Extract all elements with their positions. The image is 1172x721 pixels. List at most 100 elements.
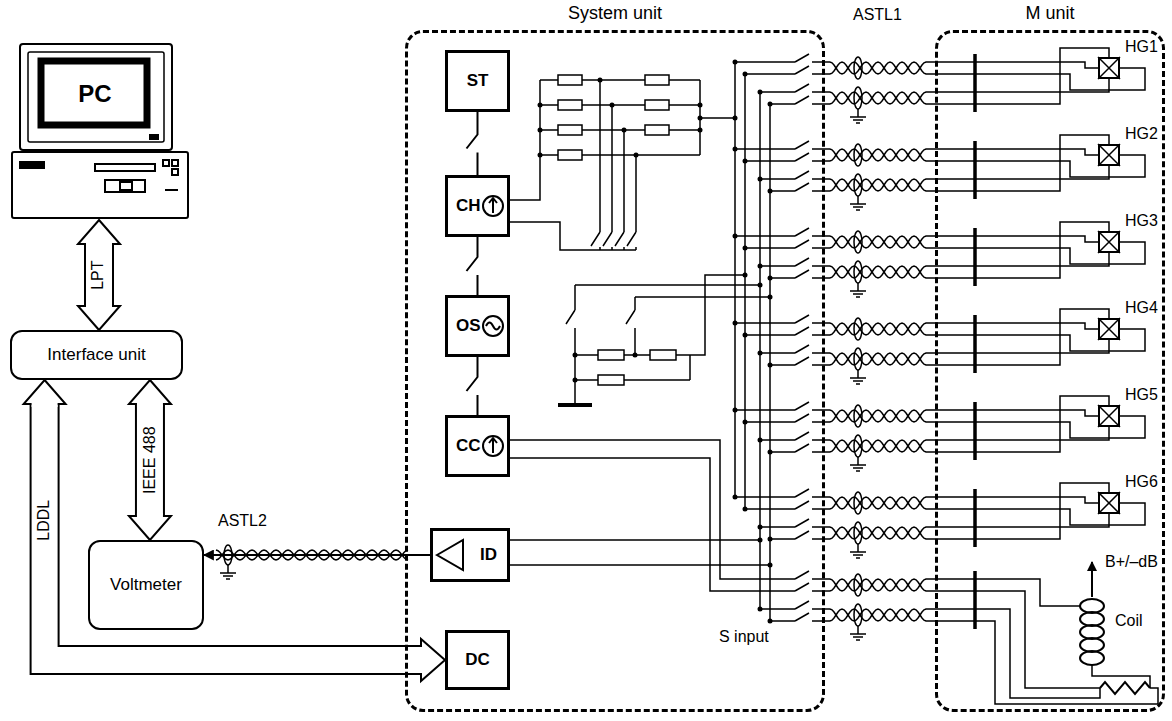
hall-wire [935, 48, 1109, 104]
junction-dot [743, 246, 748, 251]
label-holder: IEEE 488 [141, 423, 159, 497]
arrow-join [137, 513, 163, 518]
junction-dot [768, 363, 773, 368]
coil-winding [1080, 625, 1104, 639]
hall-wire [935, 242, 1145, 264]
twisted-pair [830, 609, 935, 621]
connector-bar [973, 54, 977, 112]
coil-drawing [935, 562, 1158, 704]
system-wiring [558, 75, 582, 85]
coil-winding [1080, 651, 1104, 665]
ground-symbol [850, 109, 866, 123]
junction-dot [768, 189, 773, 194]
hall-generator: HG6 [1098, 492, 1120, 514]
current-source-block: CC [445, 415, 510, 477]
system-wiring [575, 275, 745, 380]
system-wiring [598, 350, 624, 360]
text-holder: HG5 [1125, 386, 1158, 404]
twisted-pair [830, 323, 935, 335]
arrow-join [32, 403, 58, 408]
junction-dot [758, 525, 763, 530]
computer-drawing [20, 162, 44, 168]
twisted-pair [830, 323, 935, 335]
twisted-pair [830, 179, 935, 191]
text-holder: OS [456, 316, 481, 336]
ground-symbol [850, 544, 866, 558]
junction-dot [758, 607, 763, 612]
twisted-pair [830, 149, 935, 161]
hall-wire [935, 416, 1145, 438]
junction-dots [573, 353, 578, 358]
switch-symbol [760, 432, 830, 440]
hall-wire [935, 497, 1098, 503]
text-holder: DC [465, 650, 490, 670]
switch-symbol [770, 357, 830, 365]
arrow-head [78, 306, 120, 330]
switched-link [467, 357, 478, 415]
coil-drawing [935, 609, 1100, 698]
system-wiring [558, 100, 582, 110]
junction-dot [768, 276, 773, 281]
system-wiring [558, 403, 592, 407]
text-holder: ST [467, 71, 489, 91]
junction-dot [743, 72, 748, 77]
part-label: HG5 [1125, 386, 1158, 404]
switch-symbol [745, 501, 830, 509]
block-label: OS [456, 316, 481, 336]
part-label: B+/–dB [1105, 553, 1158, 571]
cable-shield [854, 604, 862, 626]
block-symbols [489, 438, 497, 453]
junction-dot [743, 507, 748, 512]
system-wiring [650, 350, 676, 360]
hall-generator: HG5 [1098, 405, 1120, 427]
hall-wire [935, 410, 1098, 416]
connector-bar [973, 228, 977, 286]
system-wiring [591, 232, 636, 246]
text-holder: ID [480, 545, 497, 565]
cable-shield [854, 318, 862, 340]
twisted-pair [830, 527, 935, 539]
cable-shield [854, 348, 862, 370]
twisted-pair [830, 266, 935, 278]
switch-symbol [770, 444, 830, 452]
cable-shield [854, 522, 862, 544]
junction-dots [573, 378, 578, 383]
arrow-fill [137, 404, 163, 516]
hall-generator: HG4 [1098, 318, 1120, 340]
cable-label: ASTL2 [218, 512, 267, 530]
twisted-pair [830, 62, 935, 74]
switch-symbol [745, 240, 830, 248]
system-wiring [598, 375, 624, 385]
computer-drawing [172, 160, 178, 166]
switch-symbol [735, 54, 830, 62]
twisted-pair [830, 266, 935, 278]
hall-wire [935, 149, 1098, 155]
junction-dots [610, 103, 615, 108]
text-holder: HG6 [1125, 473, 1158, 491]
junction-dots [698, 128, 703, 133]
twisted-pair [830, 410, 935, 422]
label-holder: LDDL [35, 497, 53, 544]
computer-drawing [12, 44, 188, 218]
junction-dot [758, 177, 763, 182]
hall-wire [935, 155, 1145, 177]
computer-drawing [20, 44, 172, 150]
cable-label: LPT [90, 260, 108, 289]
system-wiring [540, 80, 735, 155]
junction-dots [538, 103, 543, 108]
hall-wire [935, 166, 1109, 179]
twisted-pair [830, 410, 935, 422]
arrow-fill [86, 244, 112, 306]
switch-symbol [770, 96, 830, 104]
connector-line [204, 554, 430, 556]
switch-symbol [735, 489, 830, 497]
twisted-pair [830, 497, 935, 509]
hall-wire [935, 340, 1109, 353]
label-holder: S input [716, 628, 772, 646]
text-holder: HG1 [1125, 38, 1158, 56]
twisted-pair [830, 353, 935, 365]
system-wiring [645, 75, 669, 85]
twisted-pair [830, 353, 935, 365]
